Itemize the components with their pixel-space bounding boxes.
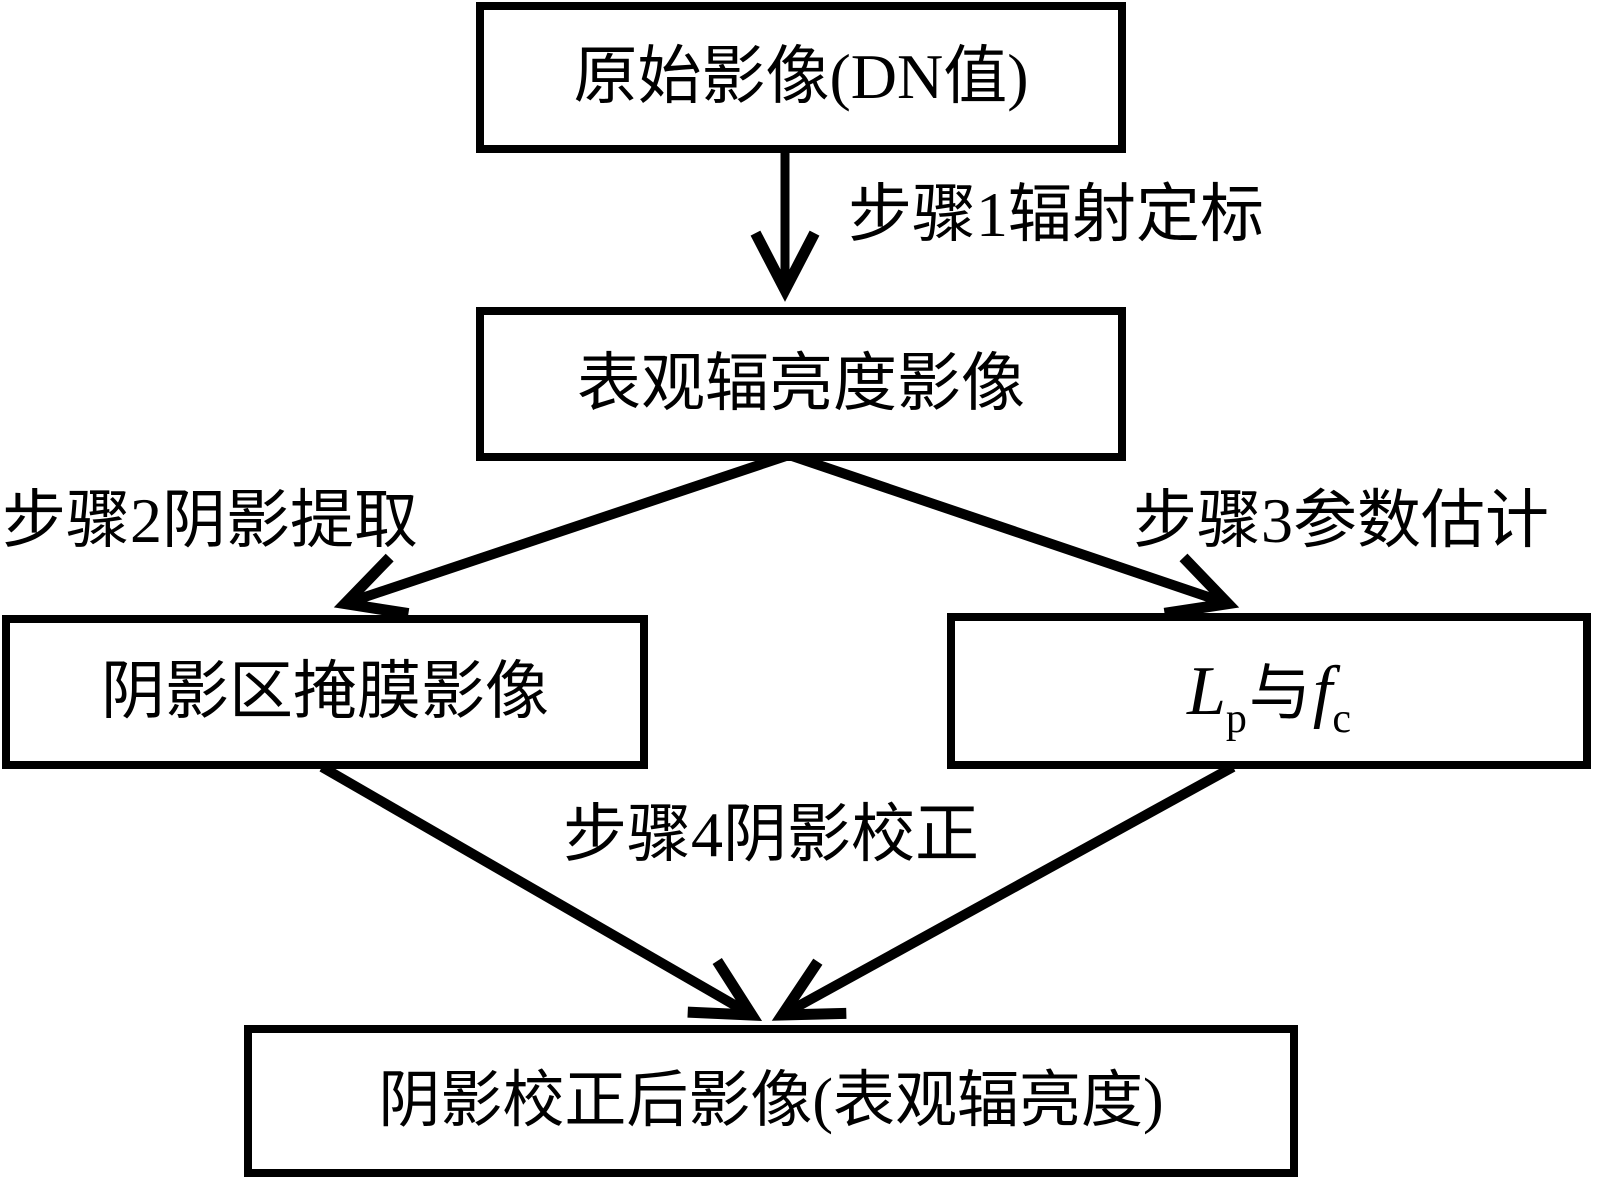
node-shadow-mask-image-label: 阴影区掩膜影像 (101, 655, 549, 727)
arrow-step4-right (771, 762, 1236, 1021)
edge-label-step3: 步骤3参数估计 (1133, 485, 1549, 556)
arrow-step3-parameter-estimation (790, 451, 1240, 619)
node-shadow-corrected-image: 阴影校正后影像(表观辐亮度) (244, 1025, 1298, 1177)
node-shadow-mask-image: 阴影区掩膜影像 (2, 615, 648, 769)
node-parameters-lp-fc: Lp与fc (947, 613, 1591, 769)
edge-label-step4: 步骤4阴影校正 (563, 799, 979, 870)
symbol-lp-subscript: p (1225, 696, 1247, 743)
node-shadow-corrected-image-label: 阴影校正后影像(表观辐亮度) (378, 1066, 1164, 1135)
node-parameters-lp-fc-label: Lp与fc (1186, 652, 1351, 743)
node-original-image-label: 原始影像(DN值) (573, 41, 1029, 113)
conjunction-and: 与 (1248, 659, 1311, 728)
node-apparent-radiance-image: 表观辐亮度影像 (476, 307, 1126, 461)
symbol-lp: L (1186, 652, 1226, 730)
node-apparent-radiance-image-label: 表观辐亮度影像 (577, 347, 1025, 419)
node-original-image: 原始影像(DN值) (476, 2, 1126, 153)
edge-label-step1: 步骤1辐射定标 (848, 179, 1264, 250)
edge-label-step2: 步骤2阴影提取 (2, 485, 418, 556)
symbol-fc: f (1312, 652, 1333, 730)
arrow-step4-left (319, 762, 763, 1021)
arrow-step2-shadow-extraction (333, 451, 788, 620)
symbol-fc-subscript: c (1332, 696, 1352, 743)
